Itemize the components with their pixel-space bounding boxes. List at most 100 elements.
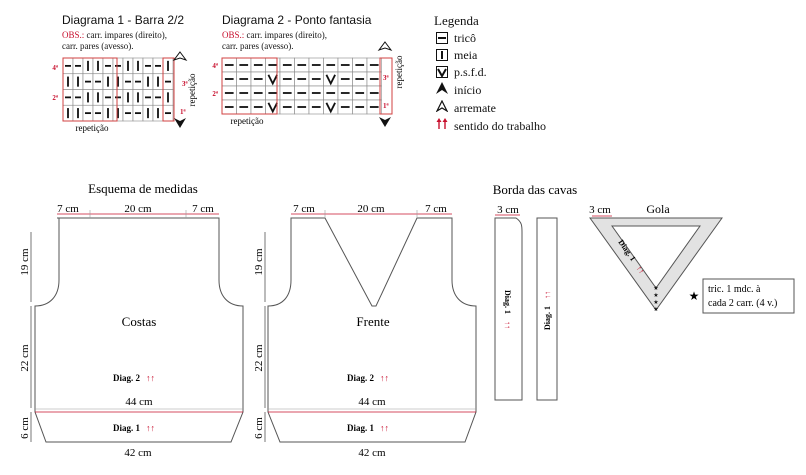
costas-width: 44 cm [125, 396, 153, 408]
costas-piece [34, 210, 244, 443]
legend-item-direction: sentido do trabalho [436, 118, 546, 134]
frente-diag1-arrows-icon: ↑↑ [380, 423, 389, 433]
costas-side-bottom: 6 cm [19, 417, 31, 439]
borda-title: Borda das cavas [493, 182, 577, 197]
gola-note-box [702, 278, 795, 314]
v-symbol-icon [436, 66, 448, 78]
diagram2-repeat-bracket [221, 57, 393, 115]
diagram2-obs-label: OBS.: [222, 30, 245, 40]
costas-side-top: 19 cm [19, 248, 31, 276]
costas-top-left: 7 cm [57, 203, 79, 215]
costas-top-right: 7 cm [192, 203, 214, 215]
diagram2-repeat-label: repetição [231, 116, 264, 126]
gola-arrows-icon: ↑↑ [634, 264, 646, 276]
frente-top-center: 20 cm [357, 203, 385, 215]
diagram2-obs-line2: carr. pares (avesso). [222, 41, 294, 51]
frente-diag1-label: Diag. 1 [347, 423, 375, 433]
costas-diag1-arrows-icon: ↑↑ [146, 423, 155, 433]
frente-diag2-arrows-icon: ↑↑ [380, 373, 389, 383]
legend-label-knit: meia [454, 47, 478, 62]
gola-note-line1: tric. 1 mdc. à [708, 284, 761, 295]
v-symbol-icon [267, 74, 278, 86]
diagram1-grid [62, 57, 174, 122]
diagram1-repeat-label: repetição [76, 123, 109, 133]
diagram2-side-repeat-label: repetição [394, 55, 404, 88]
costas-diag2-arrows-icon: ↑↑ [146, 373, 155, 383]
costas-bottom: 42 cm [124, 447, 152, 459]
legend-item-end: arremate [435, 99, 496, 116]
diagram2-end-arrow-icon [377, 41, 393, 51]
filled-arrow-icon [436, 82, 448, 98]
legend-title: Legenda [434, 13, 479, 28]
v-symbol-icon [267, 102, 278, 114]
diagram2-grid [221, 57, 382, 115]
star-note-icon: ★ [689, 289, 700, 303]
frente-side-middle: 22 cm [253, 344, 265, 372]
costas-top-center: 20 cm [124, 203, 152, 215]
svg-text:★: ★ [653, 285, 658, 292]
diagram2-row-label-4: 4ª [212, 62, 219, 70]
legend-label-purl: tricô [454, 30, 476, 45]
borda-strip-left [494, 217, 523, 401]
borda-width: 3 cm [497, 204, 519, 216]
diagram1-obs-line2: carr. pares (avesso). [62, 41, 134, 51]
gola-decrease-stars: ★ ★ ★ ★ [653, 285, 658, 313]
frente-piece [267, 210, 477, 443]
diagram1-row-label-2: 2ª [52, 94, 59, 102]
costas-diag2-label: Diag. 2 [113, 373, 141, 383]
diagram1-obs: OBS.: carr. impares (direito), carr. par… [62, 30, 167, 52]
diagram2-row-label-1: 1ª [383, 102, 390, 110]
frente-top-left: 7 cm [293, 203, 315, 215]
diagram1-row-label-1: 1ª [180, 108, 187, 116]
costas-side-middle: 22 cm [19, 344, 31, 372]
frente-side-bottom: 6 cm [253, 417, 265, 439]
diagram1-title: Diagrama 1 - Barra 2/2 [62, 13, 185, 27]
frente-width: 44 cm [358, 396, 386, 408]
diagram1-end-arrow-icon [172, 51, 188, 61]
diagram1-obs-label: OBS.: [62, 30, 85, 40]
borda-right-arrows-icon: ↑↑ [543, 291, 552, 299]
diagram1-obs-line1: carr. impares (direito), [86, 30, 167, 40]
borda-right-diag-label: Diag. 1 [543, 306, 552, 330]
diagram2-obs-line1: carr. impares (direito), [246, 30, 327, 40]
svg-text:★: ★ [653, 306, 658, 313]
red-arrows-icon [436, 118, 448, 134]
frente-label: Frente [356, 314, 389, 329]
outline-arrow-icon [435, 99, 449, 116]
legend-item-purl: tricô [436, 30, 476, 46]
diagram2-start-arrow-icon [379, 117, 391, 127]
frente-bottom: 42 cm [358, 447, 386, 459]
frente-top-right: 7 cm [425, 203, 447, 215]
diagram1-start-arrow-icon [174, 118, 186, 128]
gola-note-line2: cada 2 carr. (4 v.) [708, 298, 777, 309]
diagram2-obs: OBS.: carr. impares (direito), carr. par… [222, 30, 327, 52]
svg-text:★: ★ [653, 292, 658, 299]
costas-label: Costas [122, 314, 157, 329]
legend-item-start: início [436, 82, 481, 98]
diagram1-side-repeat-label: repetição [187, 73, 197, 106]
diagram2-title: Diagrama 2 - Ponto fantasia [222, 13, 372, 27]
legend-item-v: p.s.f.d. [436, 64, 487, 80]
v-symbol-icon [325, 74, 336, 86]
borda-left-diag-label: Diag. 1 [503, 290, 512, 314]
diagram2-row-label-2: 2ª [212, 90, 219, 98]
legend-item-knit: meia [436, 47, 477, 63]
frente-side-top: 19 cm [253, 248, 265, 276]
diagram2-row-label-3: 3ª [383, 74, 390, 82]
legend-label-direction: sentido do trabalho [454, 118, 546, 133]
frente-diag2-label: Diag. 2 [347, 373, 375, 383]
diagram1-row-label-3: 3ª [182, 80, 189, 88]
schema-title: Esquema de medidas [88, 181, 198, 196]
purl-symbol-icon [436, 32, 448, 44]
svg-text:★: ★ [653, 299, 658, 306]
costas-diag1-label: Diag. 1 [113, 423, 141, 433]
gola-title: Gola [646, 202, 670, 216]
diagram1-row-label-4: 4ª [52, 64, 59, 72]
knit-symbol-icon [436, 49, 448, 61]
legend-label-start: início [454, 82, 482, 97]
borda-left-arrows-icon: ↑↑ [503, 321, 512, 329]
v-symbol-icon [325, 102, 336, 114]
borda-strip-right [536, 217, 558, 401]
diagram1-repeat-bracket [62, 57, 175, 122]
